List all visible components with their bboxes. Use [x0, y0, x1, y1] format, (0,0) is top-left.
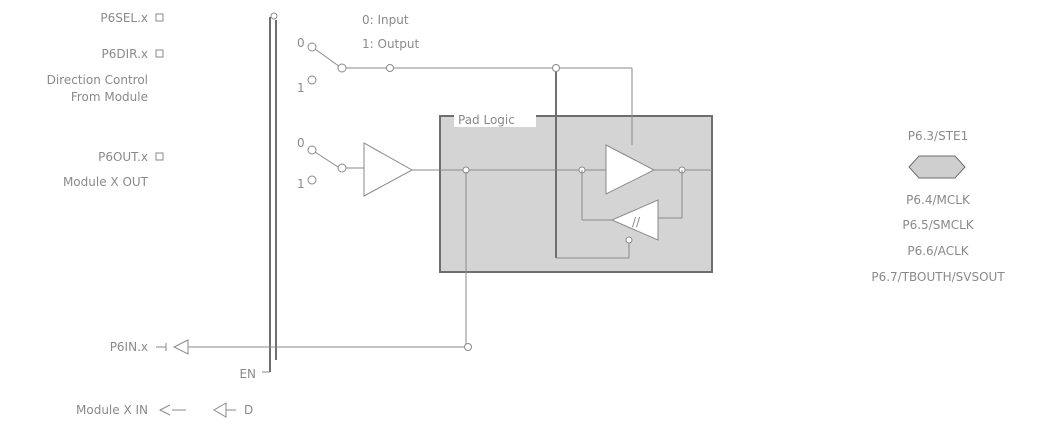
- psel-terminal: [155, 13, 164, 22]
- module-in-label: Module X IN: [76, 403, 148, 417]
- schmitt-symbol: //: [632, 215, 641, 229]
- psel-select-node: [270, 12, 278, 20]
- direction-control-label-2: From Module: [71, 90, 148, 104]
- pin-terminal-hexagon: [908, 155, 966, 179]
- pout-label: P6OUT.x: [98, 150, 148, 164]
- dir-mux-in1: [307, 75, 317, 85]
- pdir-terminal: [155, 49, 164, 58]
- pin-name-3: P6.6/ACLK: [907, 244, 969, 258]
- pout-terminal: [155, 152, 164, 161]
- module-out-label: Module X OUT: [63, 175, 149, 189]
- schmitt-input-buffer-icon: [610, 199, 659, 241]
- input-return-node: [464, 343, 472, 351]
- pin-name-2: P6.5/SMCLK: [902, 218, 974, 232]
- psel-label: P6SEL.x: [100, 11, 148, 25]
- pad-output-buffer-icon: [605, 144, 656, 195]
- dir-mux-sel0: 0: [297, 36, 305, 50]
- dir-mux-switch: [314, 48, 341, 68]
- out-mux-sel1: 1: [297, 177, 305, 191]
- module-in-enable-letter: D: [244, 403, 253, 417]
- pin-name-4: P6.7/TBOUTH/SVSOUT: [871, 270, 1005, 284]
- pin-input-buffer-icon: [172, 339, 189, 355]
- dir-mux-in0: [307, 42, 317, 52]
- pad-logic-label-bg: [454, 111, 536, 127]
- pin-label: P6IN.x: [110, 340, 148, 354]
- out-mux-switch: [314, 151, 339, 168]
- dir-mux-sel1: 1: [297, 81, 305, 95]
- out-mux-in0: [307, 145, 317, 155]
- out-mux-out: [337, 163, 347, 173]
- dir-legend-line2: 1: Output: [362, 37, 419, 51]
- dir-mux-out: [337, 63, 347, 73]
- pin-name-1: P6.4/MCLK: [906, 193, 971, 207]
- pad-logic-box: [439, 115, 713, 273]
- pad-logic-label: Pad Logic: [458, 113, 515, 127]
- dir-branch-node: [552, 64, 560, 72]
- output-driver-buffer-icon: [363, 142, 414, 197]
- pin-title: P6.3/STE1: [908, 129, 969, 143]
- dir-legend-line1: 0: Input: [362, 13, 409, 27]
- module-in-arrow-icon: [158, 404, 171, 416]
- en-label: EN: [239, 367, 256, 381]
- pdir-label: P6DIR.x: [102, 47, 148, 61]
- direction-control-label-1: Direction Control: [47, 73, 148, 87]
- out-mux-sel0: 0: [297, 136, 305, 150]
- dir-output-node: [386, 64, 394, 72]
- schmitt-enable-bubble: [625, 236, 633, 244]
- module-in-buffer-icon: [213, 402, 227, 418]
- out-mux-in1: [307, 175, 317, 185]
